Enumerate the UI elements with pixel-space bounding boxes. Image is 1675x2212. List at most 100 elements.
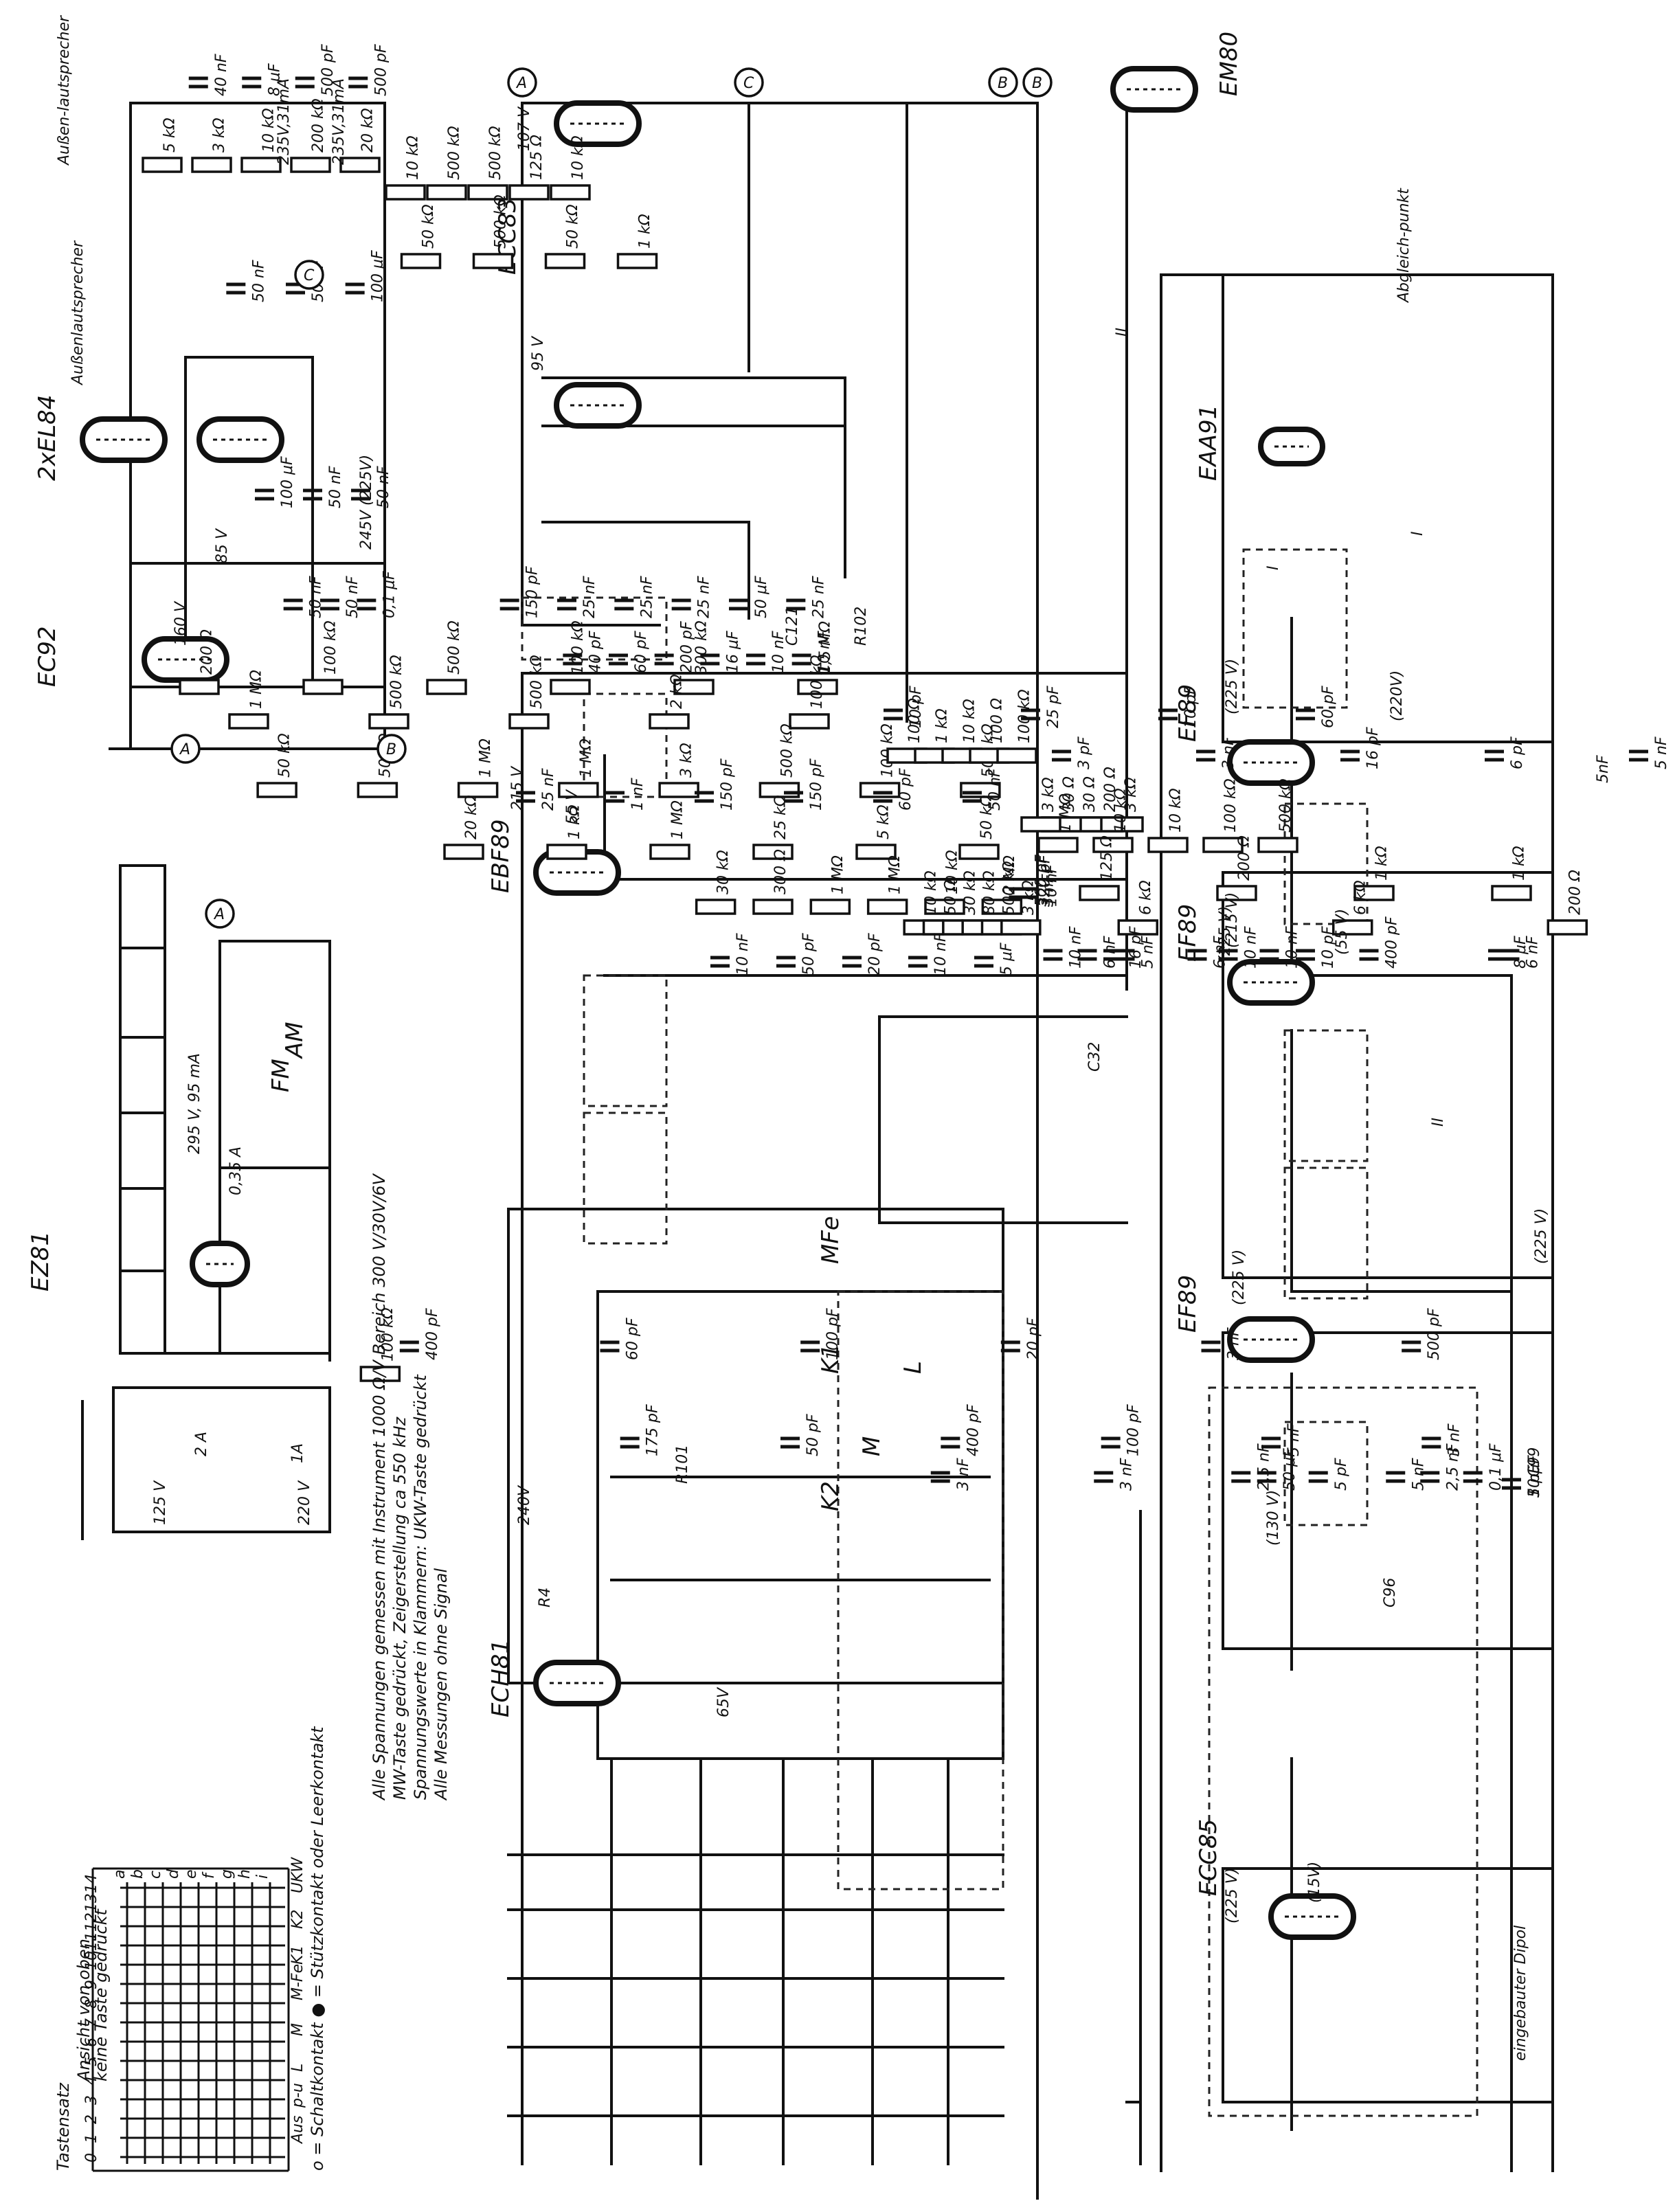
part-ref: C96 xyxy=(1382,1578,1399,1607)
resistor-value: 500 kΩ xyxy=(778,723,796,778)
voltage-label: (15V) xyxy=(1306,1862,1323,1903)
resistor xyxy=(616,253,658,269)
resistor-value: 500 kΩ xyxy=(528,655,546,709)
resistor xyxy=(866,899,908,915)
resistor-value: 2 kΩ xyxy=(668,674,686,709)
voltage-label: 65V xyxy=(715,1686,732,1717)
part-ref: R101 xyxy=(674,1445,691,1484)
capacitor-value: 0,1 μF xyxy=(1487,1443,1505,1491)
capacitor-value: 60 pF xyxy=(897,768,914,811)
table-column-label: 1 xyxy=(83,2134,100,2143)
table-title: Tastensatz xyxy=(54,2082,73,2171)
capacitor-value: 8 μF xyxy=(266,63,283,96)
misc-label: II xyxy=(1114,328,1131,337)
resistor-value: 30 kΩ xyxy=(962,870,979,915)
capacitor-value: 50 nF xyxy=(308,576,325,618)
capacitor-value: 500 pF xyxy=(319,44,337,96)
resistor xyxy=(1353,885,1395,901)
coil-label: MFe xyxy=(817,1216,844,1264)
resistor xyxy=(1000,919,1042,936)
resistor-value: 100 kΩ xyxy=(1222,778,1239,833)
capacitor-value: 16 μF xyxy=(724,631,741,673)
resistor-value: 30 Ω xyxy=(1061,776,1078,812)
capacitor-value: 50 nF xyxy=(344,576,361,618)
capacitor-value: 50 nF xyxy=(375,466,392,508)
capacitor-value: 100 pF xyxy=(1125,1404,1143,1456)
capacitor-value: 50 nF xyxy=(987,768,1004,811)
resistor-value: 100 kΩ xyxy=(1016,689,1033,743)
capacitor-value: 500 pF xyxy=(1426,1308,1443,1360)
resistor-value: 1,5 MΩ xyxy=(817,621,834,675)
resistor-value: 100 kΩ xyxy=(322,620,339,675)
capacitor-value: 10 μF xyxy=(1526,1455,1543,1498)
table-row-label: f xyxy=(201,1871,218,1879)
coil-label: FM xyxy=(267,1059,295,1092)
coil-label: K1 xyxy=(817,1344,844,1374)
resistor xyxy=(1547,919,1588,936)
resistor-value: 1 MΩ xyxy=(669,800,686,839)
resistor-value: 50 Ω xyxy=(943,879,960,915)
table-subtitle: Ansicht von oben xyxy=(74,1939,93,2083)
resistor xyxy=(1257,837,1299,853)
connector-letter: B xyxy=(1032,75,1042,92)
capacitor-value: 10 pF xyxy=(1182,686,1200,728)
table-column-label: 14 xyxy=(83,1874,100,1893)
voltage-label: 235V,31mA xyxy=(276,78,293,165)
table-legend: o = Schaltkontakt ● = Stützkontakt oder … xyxy=(308,1726,327,2171)
resistor-value: 1 MΩ xyxy=(578,738,595,778)
resistor-value: 1 kΩ xyxy=(566,804,583,839)
table-key-label: M-Fe xyxy=(289,1964,306,2000)
speaker-label: Außen-lautsprecher xyxy=(56,14,73,166)
capacitor-value: 25 nF xyxy=(540,768,557,811)
resistor-value: 500 kΩ xyxy=(487,126,504,180)
resistor xyxy=(558,782,599,798)
capacitor-value: 10 nF xyxy=(1068,926,1085,969)
capacitor-value: 500 pF xyxy=(372,44,390,96)
resistor xyxy=(302,679,344,695)
resistor xyxy=(191,157,232,173)
resistor-value: 10 kΩ xyxy=(923,870,940,915)
voltage-label: 55 V xyxy=(564,789,581,824)
tube-label: ECC85 xyxy=(1195,1819,1222,1896)
misc-label: 0,35 A xyxy=(227,1147,245,1195)
resistor-value: 30 Ω xyxy=(1081,776,1099,812)
capacitor-value: 50 μF xyxy=(1281,1448,1299,1491)
capacitor-value: 60 pF xyxy=(633,631,650,673)
voltage-label: 235V,31mA xyxy=(330,78,348,165)
tube-label: EAA91 xyxy=(1195,405,1222,481)
voltage-label: (130 V) xyxy=(1265,1490,1282,1546)
resistor xyxy=(142,157,183,173)
capacitor-value: 20 pF xyxy=(1025,1318,1042,1360)
capacitor-value: 5 nF xyxy=(1410,1458,1427,1491)
capacitor-value: 500 pF xyxy=(1033,855,1050,907)
resistor-value: 100 kΩ xyxy=(570,620,587,675)
resistor-value: 3 kΩ xyxy=(678,743,695,778)
voltage-label: (225 V) xyxy=(1217,906,1234,962)
resistor xyxy=(508,713,550,730)
resistor xyxy=(426,679,467,695)
resistor xyxy=(1079,885,1120,901)
resistor xyxy=(695,899,737,915)
misc-label: 2 A xyxy=(193,1432,210,1456)
resistor-value: 1 MΩ xyxy=(248,670,265,709)
resistor xyxy=(855,844,897,860)
connector-node xyxy=(376,734,407,764)
voltage-label: (225 V) xyxy=(1224,1868,1241,1923)
capacitor-value: 20 pF xyxy=(866,933,884,975)
resistor xyxy=(400,253,442,269)
resistor-value: 10 kΩ xyxy=(944,850,961,894)
resistor-value: 1 MΩ xyxy=(829,855,846,894)
capacitor-value: 6 nF xyxy=(1525,936,1542,969)
capacitor-value: 10 nF xyxy=(1284,926,1301,969)
capacitor-value: 10 nF xyxy=(816,631,833,673)
connector-node xyxy=(1022,67,1053,98)
part-ref: C32 xyxy=(1086,1042,1103,1072)
resistor xyxy=(1491,885,1532,901)
resistor-value: 100 Ω xyxy=(906,698,923,743)
resistor-value: 5 kΩ xyxy=(161,117,179,153)
connector-letter: B xyxy=(386,741,396,758)
misc-label: 1A xyxy=(289,1443,306,1463)
resistor xyxy=(544,253,586,269)
table-column-label: 9 xyxy=(83,1980,100,1989)
